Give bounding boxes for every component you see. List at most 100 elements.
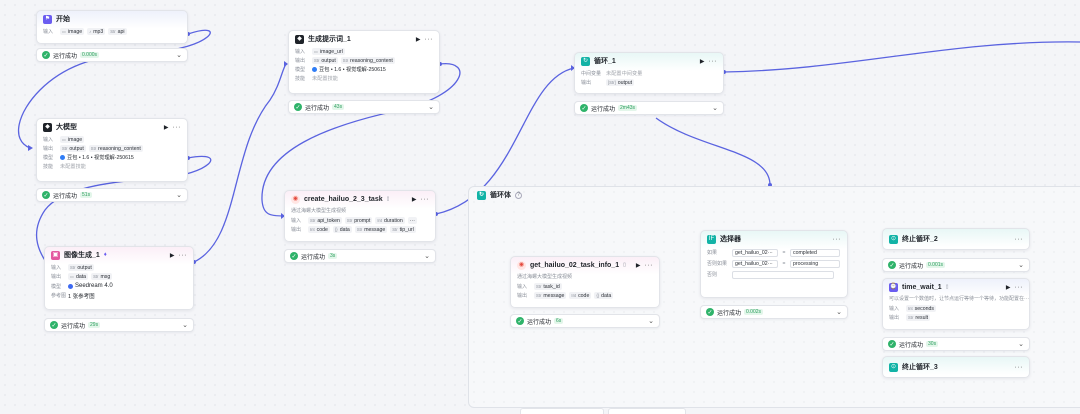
loop-icon: ↻ [581,56,590,66]
chevron-down-icon[interactable]: ⌄ [424,253,430,260]
chevron-down-icon[interactable]: ⌄ [176,52,182,59]
chevron-down-icon[interactable]: ⌄ [836,309,842,316]
success-icon: ✓ [42,51,50,59]
run-icon[interactable]: ▶ [699,58,705,65]
doc-icon: ▯ [386,196,390,202]
status-loop[interactable]: ✓ 运行成功 2m43s ⌄ [574,101,724,115]
status-create-task[interactable]: ✓ 运行成功 3s ⌄ [284,249,436,263]
more-inputs[interactable]: ··· [407,217,417,224]
condition-row: 否则如果 get_hailuo_02··· = processing [701,258,847,269]
success-icon: ✓ [706,308,714,316]
chevron-down-icon[interactable]: ⌄ [176,192,182,199]
more-icon[interactable]: ··· [178,251,187,259]
more-icon[interactable]: ··· [1014,363,1023,371]
status-get-task[interactable]: ✓ 运行成功 6s ⌄ [510,314,660,328]
run-icon[interactable]: ▶ [169,252,175,259]
loop-body-title: 循环体 [490,192,511,199]
wire-llm-image [35,155,212,263]
llm-icon: ◆ [43,122,52,132]
wire-prompt-create [261,63,461,217]
help-icon[interactable]: ? [515,191,522,199]
timer-icon: ⌚ [889,282,898,292]
node-end-loop-3[interactable]: ⊙ 终止循环_3 ··· [882,356,1030,378]
node-selector[interactable]: IF 选择器 ··· 如果 get_hailuo_02··· = complet… [700,230,848,298]
more-icon[interactable]: ··· [172,123,181,131]
wire-loop-out [723,41,1080,73]
diamond-icon: ♦ [103,252,107,258]
chevron-down-icon[interactable]: ⌄ [712,105,718,112]
chevron-down-icon[interactable]: ⌄ [1018,341,1024,348]
status-image-gen[interactable]: ✓ 运行成功 29s ⌄ [44,318,194,332]
wire-create-loop [435,67,575,215]
image-type-icon: ▭ [62,29,66,34]
condition-row: 如果 get_hailuo_02··· = completed [701,247,847,258]
wire-loop-body [655,117,771,186]
success-icon: ✓ [888,261,896,269]
chevron-down-icon[interactable]: ⌄ [182,322,188,329]
success-icon: ✓ [290,252,298,260]
loop-body-header: ↻ 循环体 ? [477,190,522,200]
input-tag: ♪mp3 [87,28,106,35]
bottom-panel-tab[interactable] [608,408,686,414]
model-icon [68,283,73,289]
image-gen-icon: ▣ [51,250,60,260]
status-prompt-gen[interactable]: ✓ 运行成功 43s ⌄ [288,100,440,114]
node-create-task[interactable]: ◉ create_hailuo_2_3_task ▯ ▶ ··· 通过海螺大模型… [284,190,436,242]
status-start[interactable]: ✓ 运行成功 0.000s ⌄ [36,48,188,62]
wire-image-prompt [193,63,287,263]
chevron-down-icon[interactable]: ⌄ [648,318,654,325]
success-icon: ✓ [516,317,524,325]
more-icon[interactable]: ··· [420,195,429,203]
stop-loop-icon: ⊙ [889,362,898,372]
string-type-icon: Str [110,29,116,34]
stop-loop-icon: ⊙ [889,234,898,244]
input-label: 输入 [43,29,54,35]
doc-icon: ▯ [623,262,626,268]
start-icon: ⚑ [43,14,52,24]
run-icon[interactable]: ▶ [163,124,169,131]
success-icon: ✓ [50,321,58,329]
image-type-icon: ▭ [62,137,66,142]
more-icon[interactable]: ··· [708,57,717,65]
condition-row: 否则 [701,269,847,280]
bottom-panel-tab[interactable] [520,408,604,414]
node-description: 通过海螺大模型生成视频 [291,208,347,214]
more-icon[interactable]: ··· [424,35,433,43]
more-icon[interactable]: ··· [1014,283,1023,291]
run-icon[interactable]: ▶ [411,196,417,203]
input-tag: ▭image [60,28,85,35]
node-end-loop-2[interactable]: ⊙ 终止循环_2 ··· [882,228,1030,250]
node-title: 开始 [56,16,70,23]
more-icon[interactable]: ··· [1014,235,1023,243]
status-time-wait[interactable]: ✓ 运行成功 30s ⌄ [882,337,1030,351]
doc-icon: ▯ [945,284,949,290]
status-selector[interactable]: ✓ 运行成功 0.002s ⌄ [700,305,848,319]
node-get-task[interactable]: ◉ get_hailuo_02_task_info_1 ▯ ▶ ··· 通过海螺… [510,256,660,308]
success-icon: ✓ [294,103,302,111]
branch-icon: IF [707,234,716,244]
loop-icon: ↻ [477,190,486,200]
run-icon[interactable]: ▶ [635,262,641,269]
audio-type-icon: ♪ [89,29,92,34]
node-loop[interactable]: ↻ 循环_1 ▶ ··· 中间变量未配置中间变量 输出[Str]output [574,52,724,94]
chevron-down-icon[interactable]: ⌄ [1018,262,1024,269]
chevron-down-icon[interactable]: ⌄ [428,104,434,111]
run-icon[interactable]: ▶ [1005,284,1011,291]
status-end-loop-2[interactable]: ✓ 运行成功 0.001s ⌄ [882,258,1030,272]
status-llm[interactable]: ✓ 运行成功 51s ⌄ [36,188,188,202]
time-badge: 0.000s [80,52,100,58]
model-icon [312,67,317,72]
success-icon: ✓ [888,340,896,348]
plugin-icon: ◉ [291,194,300,204]
more-icon[interactable]: ··· [644,261,653,269]
success-icon: ✓ [42,191,50,199]
run-icon[interactable]: ▶ [415,36,421,43]
node-time-wait[interactable]: ⌚ time_wait_1 ▯ ▶ ··· 可以设置一个数值时，让节点运行等待一… [882,278,1030,330]
more-icon[interactable]: ··· [832,235,841,243]
success-icon: ✓ [580,104,588,112]
